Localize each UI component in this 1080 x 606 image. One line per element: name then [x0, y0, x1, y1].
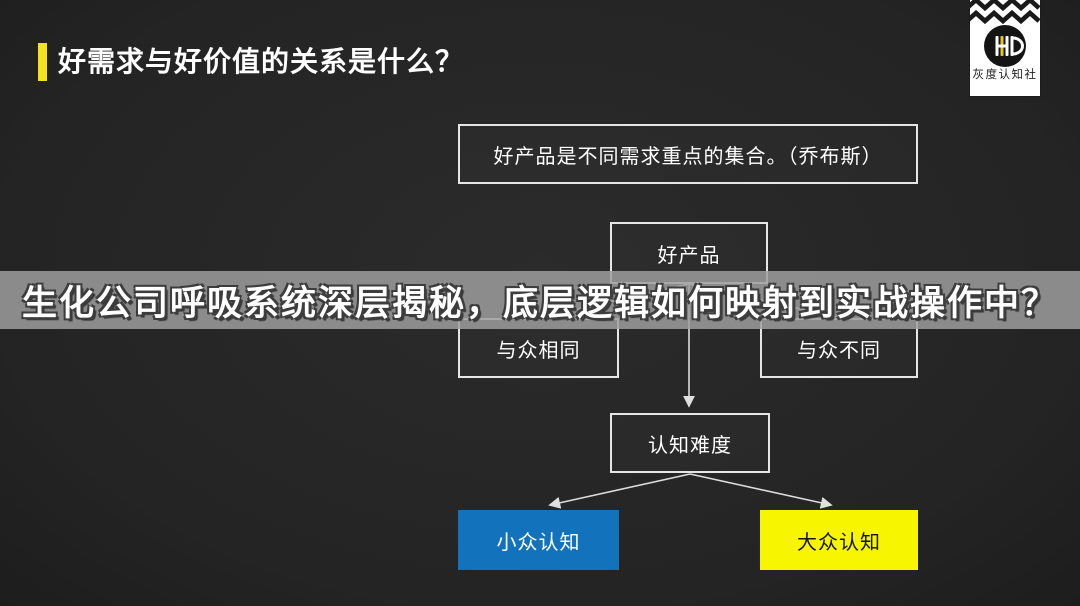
node-quote-label: 好产品是不同需求重点的集合。（乔布斯） — [493, 145, 883, 168]
node-difficulty-label: 认知难度 — [648, 434, 732, 457]
zigzag-pattern-icon — [970, 0, 1040, 25]
node-mass: 大众认知 — [760, 510, 918, 570]
node-same-label: 与众相同 — [496, 339, 581, 362]
title-accent-bar — [38, 43, 47, 81]
brand-logo: 灰度认知社 — [970, 0, 1040, 96]
brand-monogram-icon: 灰度认知社 — [970, 0, 1040, 81]
watermark-text: 生化公司呼吸系统深层揭秘，底层逻辑如何映射到实战操作中？ — [21, 283, 1058, 323]
node-niche: 小众认知 — [458, 510, 619, 570]
node-quote: 好产品是不同需求重点的集合。（乔布斯） — [458, 124, 918, 184]
edge-difficulty-mass — [689, 473, 833, 509]
node-product-label: 好产品 — [657, 244, 721, 267]
node-difficulty: 认知难度 — [610, 413, 770, 473]
brand-name: 灰度认知社 — [973, 67, 1038, 81]
node-mass-label: 大众认知 — [797, 531, 881, 554]
node-different-label: 与众不同 — [797, 339, 881, 362]
watermark-band: 生化公司呼吸系统深层揭秘，底层逻辑如何映射到实战操作中？ — [0, 271, 1080, 329]
node-niche-label: 小众认知 — [496, 531, 581, 554]
hd-monogram-icon — [995, 36, 1024, 56]
page-title: 好需求与好价值的关系是什么？ — [58, 46, 465, 77]
edge-difficulty-niche — [548, 473, 691, 509]
